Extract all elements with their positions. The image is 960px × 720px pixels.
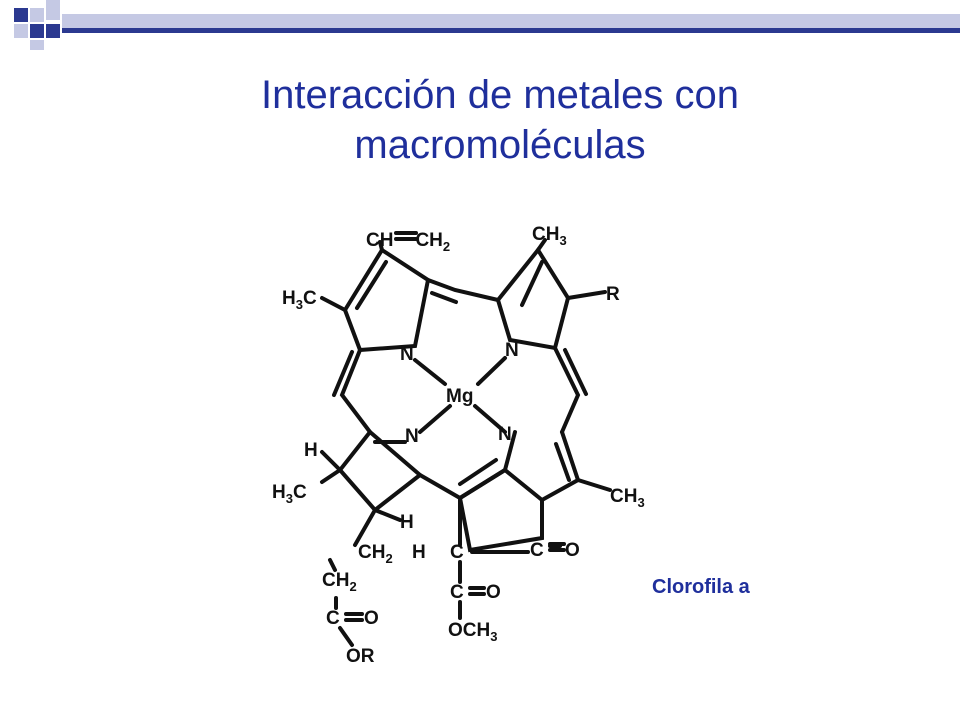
meso-top: [426, 278, 500, 302]
label-ch3-top: CH3: [532, 224, 567, 248]
mg-n2: [476, 356, 507, 386]
methyl-right-bond: [576, 478, 612, 492]
ring1: [343, 247, 431, 353]
ring4-double: [554, 442, 571, 482]
mg-n4: [473, 404, 507, 434]
propionate-bond-1: [353, 508, 377, 547]
mg-n1: [413, 358, 447, 386]
ring4: [502, 430, 581, 503]
slide-decoration: [14, 0, 960, 50]
r-bond: [566, 290, 607, 300]
label-c-center: C: [450, 542, 464, 563]
label-n2: N: [505, 340, 519, 361]
label-h-lower: H: [400, 512, 414, 533]
label-n4: N: [498, 424, 512, 445]
meso-left-double: [332, 350, 354, 397]
label-c-ester2: C: [326, 608, 340, 629]
ring5: [457, 468, 544, 553]
ring2-double: [520, 260, 544, 307]
label-ch2-b: CH2: [322, 570, 357, 594]
ring2: [496, 246, 571, 351]
h3c-lower-bond: [320, 468, 342, 484]
label-h-c: H: [412, 542, 426, 563]
label-och3: OCH3: [448, 620, 497, 644]
propionate-bond-4: [338, 626, 354, 647]
slide-title: Interacción de metales con macromolécula…: [120, 70, 880, 170]
label-o-ring: O: [565, 540, 580, 561]
label-ch3-right: CH3: [610, 486, 645, 510]
methyl-left-bond: [320, 296, 347, 312]
label-n3: N: [405, 426, 419, 447]
meso-right: [553, 346, 581, 434]
ring1-double: [355, 260, 388, 310]
meso-left: [339, 348, 372, 434]
label-o-ester1: O: [486, 582, 501, 603]
label-h-left: H: [304, 440, 318, 461]
label-o-ester2: O: [364, 608, 379, 629]
meso-right-double: [563, 348, 588, 396]
meso-top-double: [430, 291, 458, 304]
label-n1: N: [400, 344, 414, 365]
label-h3c-left: H3C: [282, 288, 317, 312]
title-line-1: Interacción de metales con: [260, 73, 740, 117]
methyl-top-bond: [536, 238, 547, 252]
propionate-bond-2: [328, 558, 337, 572]
vinyl-bond: [378, 240, 384, 252]
h-left-bond: [320, 450, 342, 472]
mg-n3: [418, 404, 452, 434]
label-h3c-lower: H3C: [272, 482, 307, 506]
label-r-top: R: [606, 284, 620, 305]
label-mg: Mg: [446, 386, 473, 407]
molecule-caption: Clorofila a: [652, 576, 750, 598]
meso-bottom-double: [458, 458, 498, 486]
label-c-ester1: C: [450, 582, 464, 603]
bond-lines: [320, 231, 612, 647]
label-ch2-a: CH2: [358, 542, 393, 566]
label-or: OR: [346, 646, 375, 667]
title-line-2: macromoléculas: [354, 123, 646, 167]
h-lower-bond: [373, 508, 402, 522]
label-co-ring: C: [530, 540, 544, 561]
